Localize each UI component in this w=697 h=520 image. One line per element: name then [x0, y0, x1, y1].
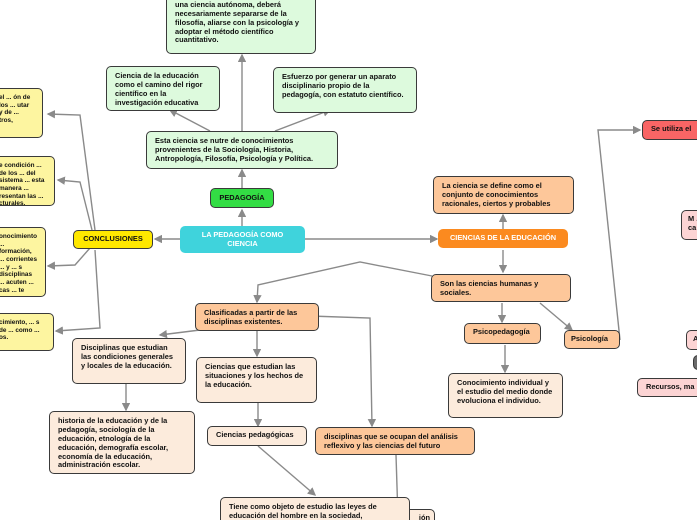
node-conclusion-2[interactable]: e condición ... de los ... del sistema .…: [0, 156, 55, 206]
node-se-utiliza[interactable]: Se utiliza el: [642, 120, 697, 140]
node-historia[interactable]: historia de la educación y de la pedagog…: [49, 411, 195, 474]
node-right-m[interactable]: M ... ca: [681, 210, 697, 240]
node-define[interactable]: La ciencia se define como el conjunto de…: [433, 176, 574, 214]
node-conclusion-1[interactable]: el ... ón de los ... utar y de ... tros,: [0, 88, 43, 138]
node-clasificadas[interactable]: Clasificadas a partir de las disciplinas…: [195, 303, 319, 331]
node-right-grey[interactable]: [693, 355, 697, 370]
node-objeto[interactable]: Tiene como objeto de estudio las leyes d…: [220, 497, 410, 520]
node-nutre[interactable]: Esta ciencia se nutre de conocimientos p…: [146, 131, 338, 169]
node-humanas[interactable]: Son las ciencias humanas y sociales.: [431, 274, 571, 302]
node-esfuerzo[interactable]: Esfuerzo por generar un aparato discipli…: [273, 67, 417, 113]
node-situaciones[interactable]: Ciencias que estudian las situaciones y …: [196, 357, 317, 403]
node-psicopedagogia[interactable]: Psicopedagogía: [464, 323, 541, 344]
node-camino[interactable]: Ciencia de la educación como el camino d…: [106, 66, 220, 111]
node-pedagogia[interactable]: PEDAGOGÍA: [210, 188, 274, 208]
node-central[interactable]: LA PEDAGOGÍA COMO CIENCIA: [180, 226, 305, 253]
node-condiciones[interactable]: Disciplinas que estudian las condiciones…: [72, 338, 186, 384]
node-ciencias-educacion[interactable]: CIENCIAS DE LA EDUCACIÓN: [438, 229, 568, 248]
node-recursos[interactable]: Recursos, ma: [637, 378, 697, 397]
node-conclusion-3[interactable]: onocimiento ... formación, ... corriente…: [0, 227, 46, 297]
node-psicologia[interactable]: Psicología: [564, 330, 620, 349]
node-conclusion-4[interactable]: cimiento, ... s de ... como ... os.: [0, 313, 54, 351]
node-top[interactable]: la pedagogía, para transformarse en una …: [166, 0, 316, 54]
node-conocimiento-individual[interactable]: Conocimiento individual y el estudio del…: [448, 373, 563, 418]
node-conclusiones[interactable]: CONCLUSIONES: [73, 230, 153, 249]
node-right-a[interactable]: A: [686, 330, 697, 350]
node-ciencias-pedagogicas[interactable]: Ciencias pedagógicas: [207, 426, 307, 446]
node-reflexivo[interactable]: disciplinas que se ocupan del análisis r…: [315, 427, 475, 455]
